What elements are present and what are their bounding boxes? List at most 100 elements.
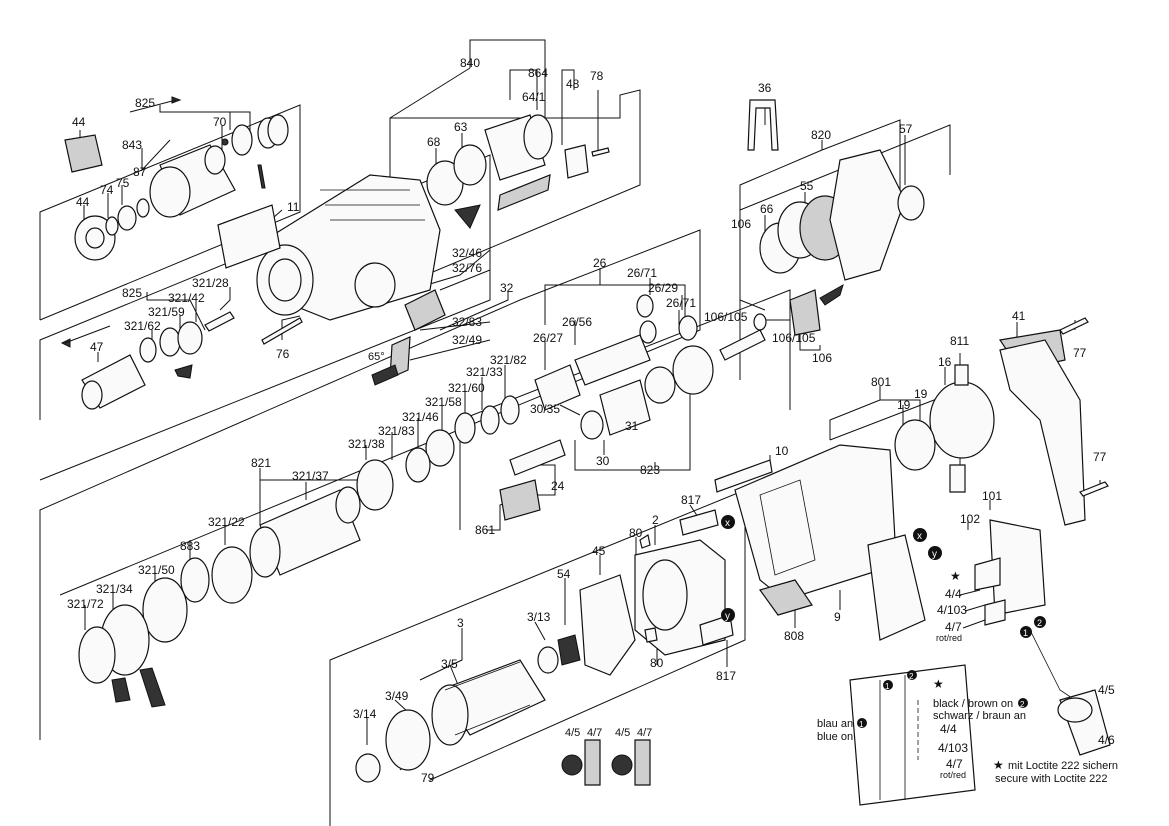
svg-text:3: 3	[457, 616, 464, 630]
parts-top-left	[64, 114, 289, 261]
svg-text:y: y	[932, 549, 937, 560]
svg-text:321/37: 321/37	[292, 469, 329, 483]
brush-symbols	[561, 739, 651, 786]
svg-text:44: 44	[72, 115, 86, 129]
svg-text:32/83: 32/83	[452, 315, 482, 329]
svg-text:106/105: 106/105	[772, 331, 816, 345]
svg-text:4/4: 4/4	[945, 587, 962, 601]
svg-text:x: x	[917, 531, 922, 542]
svg-text:32: 32	[500, 281, 514, 295]
svg-text:4/7: 4/7	[945, 620, 962, 634]
svg-text:44: 44	[76, 195, 90, 209]
svg-text:45: 45	[592, 544, 606, 558]
svg-text:24: 24	[551, 479, 565, 493]
svg-text:rot/red: rot/red	[936, 633, 962, 643]
svg-text:4/103: 4/103	[937, 603, 967, 617]
svg-text:68: 68	[427, 135, 441, 149]
svg-text:823: 823	[640, 463, 660, 477]
parts-wobble	[499, 294, 714, 521]
svg-text:36: 36	[758, 81, 772, 95]
connection-markers: x y x y 1 2 ★ ★	[721, 515, 1046, 691]
svg-text:808: 808	[784, 629, 804, 643]
parts-spindle-lock	[81, 311, 235, 410]
svg-text:y: y	[725, 611, 730, 622]
svg-text:321/38: 321/38	[348, 437, 385, 451]
svg-text:4/5: 4/5	[565, 727, 580, 739]
svg-text:321/59: 321/59	[148, 305, 185, 319]
svg-text:321/46: 321/46	[402, 410, 439, 424]
svg-text:schwarz / braun an: schwarz / braun an	[933, 710, 1026, 722]
svg-text:321/83: 321/83	[378, 424, 415, 438]
svg-text:74: 74	[100, 183, 114, 197]
svg-text:26/29: 26/29	[648, 281, 678, 295]
svg-text:1: 1	[1023, 628, 1028, 638]
svg-text:secure with Loctite 222: secure with Loctite 222	[995, 773, 1108, 785]
svg-text:321/34: 321/34	[96, 582, 133, 596]
svg-text:63: 63	[454, 120, 468, 134]
svg-text:16: 16	[938, 355, 952, 369]
svg-text:78: 78	[590, 69, 604, 83]
svg-text:1: 1	[885, 682, 890, 691]
svg-text:77: 77	[1093, 450, 1107, 464]
svg-text:825: 825	[122, 286, 142, 300]
svg-text:76: 76	[276, 347, 290, 361]
svg-text:blau an: blau an	[817, 718, 853, 730]
loctite-note: ★ mit Loctite 222 sichern secure with Lo…	[993, 758, 1118, 785]
svg-text:mit Loctite 222 sichern: mit Loctite 222 sichern	[1008, 760, 1118, 772]
svg-text:820: 820	[811, 128, 831, 142]
svg-text:32/46: 32/46	[452, 246, 482, 260]
svg-text:3/49: 3/49	[385, 689, 409, 703]
svg-text:811: 811	[950, 334, 969, 348]
svg-text:87: 87	[133, 165, 147, 179]
svg-text:70: 70	[213, 115, 227, 129]
star-icon: ★	[993, 758, 1004, 772]
svg-text:861: 861	[475, 523, 495, 537]
svg-text:2: 2	[652, 513, 659, 527]
svg-text:321/62: 321/62	[124, 319, 161, 333]
svg-text:4/5: 4/5	[615, 727, 630, 739]
parts-motor	[355, 509, 734, 783]
svg-text:3/5: 3/5	[441, 657, 458, 671]
svg-text:3/13: 3/13	[527, 610, 551, 624]
svg-text:840: 840	[460, 56, 480, 70]
svg-text:321/50: 321/50	[138, 563, 175, 577]
part-labels: 840 864 64/1 48 78 825 44 843 70 87 75 7…	[67, 56, 1115, 785]
svg-text:321/28: 321/28	[192, 276, 229, 290]
svg-text:19: 19	[897, 398, 911, 412]
svg-text:3/14: 3/14	[353, 707, 377, 721]
svg-text:79: 79	[421, 771, 435, 785]
svg-text:26/56: 26/56	[562, 315, 592, 329]
svg-text:80: 80	[650, 656, 664, 670]
svg-text:32/76: 32/76	[452, 261, 482, 275]
svg-text:66: 66	[760, 202, 774, 216]
svg-text:801: 801	[871, 375, 891, 389]
parts-housing	[217, 114, 610, 386]
svg-text:321/58: 321/58	[425, 395, 462, 409]
svg-text:80: 80	[629, 526, 643, 540]
svg-text:57: 57	[899, 122, 913, 136]
svg-text:817: 817	[716, 669, 736, 683]
svg-text:4/5: 4/5	[1098, 683, 1115, 697]
svg-text:321/72: 321/72	[67, 597, 104, 611]
svg-text:106: 106	[731, 217, 751, 231]
svg-text:321/82: 321/82	[490, 353, 527, 367]
svg-text:4/7: 4/7	[946, 757, 963, 771]
svg-text:2: 2	[1020, 700, 1025, 709]
direction-arrows	[60, 96, 182, 348]
svg-text:321/60: 321/60	[448, 381, 485, 395]
svg-text:blue on: blue on	[817, 731, 853, 743]
svg-text:30: 30	[596, 454, 610, 468]
svg-text:9: 9	[834, 610, 841, 624]
svg-text:26: 26	[593, 256, 607, 270]
svg-text:102: 102	[960, 512, 980, 526]
svg-text:321/22: 321/22	[208, 515, 245, 529]
parts-big-cylinder	[78, 395, 520, 708]
loctite-star-icon: ★	[933, 677, 944, 691]
svg-text:black / brown on: black / brown on	[933, 698, 1013, 710]
svg-text:106/105: 106/105	[704, 310, 748, 324]
wiring-legend: 1 2 black / brown on 2 schwarz / braun a…	[817, 670, 1028, 780]
parts-handle-and-motor-housing	[714, 317, 1111, 756]
svg-text:47: 47	[90, 340, 104, 354]
svg-text:19: 19	[914, 387, 928, 401]
